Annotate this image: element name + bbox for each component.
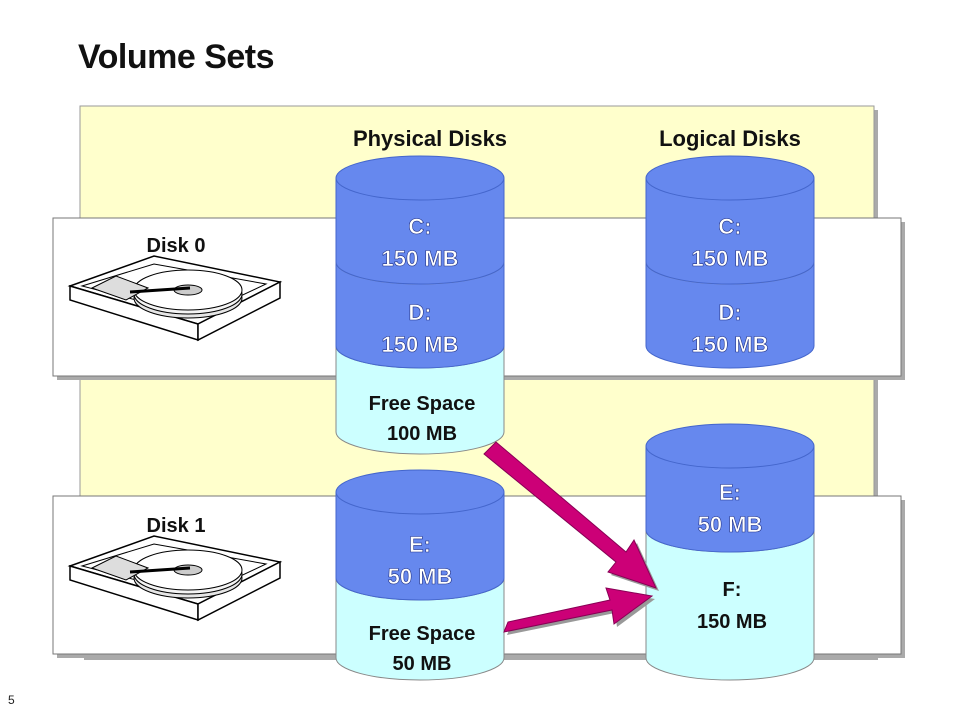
physical-disks-header: Physical Disks bbox=[353, 126, 507, 151]
logical-disks-header: Logical Disks bbox=[659, 126, 801, 151]
physical-e-size: 50 MB bbox=[388, 564, 453, 589]
disk-0-label: Disk 0 bbox=[147, 235, 206, 257]
hard-drive-icon bbox=[67, 535, 283, 622]
physical-free0-label: Free Space bbox=[369, 393, 476, 415]
arrow-icon bbox=[503, 587, 655, 635]
slide-number: 5 bbox=[8, 693, 15, 707]
physical-e-letter: E: bbox=[409, 532, 431, 557]
logical-f-size: 150 MB bbox=[697, 611, 767, 633]
physical-volume-c bbox=[335, 155, 505, 285]
logical-f-letter: F: bbox=[723, 579, 742, 601]
logical-c-size: 150 MB bbox=[691, 246, 768, 271]
logical-volume-e bbox=[645, 423, 815, 553]
logical-d-size: 150 MB bbox=[691, 332, 768, 357]
hard-drive-icon bbox=[67, 255, 283, 342]
logical-e-size: 50 MB bbox=[698, 512, 763, 537]
logical-volume-c bbox=[645, 155, 815, 285]
physical-c-size: 150 MB bbox=[381, 246, 458, 271]
arrow-icon bbox=[483, 441, 659, 591]
physical-free1-size: 50 MB bbox=[393, 653, 452, 675]
physical-free1-label: Free Space bbox=[369, 623, 476, 645]
logical-c-letter: C: bbox=[718, 214, 741, 239]
disk-1-label: Disk 1 bbox=[147, 515, 206, 537]
physical-d-size: 150 MB bbox=[381, 332, 458, 357]
physical-d-letter: D: bbox=[408, 300, 431, 325]
page-title: Volume Sets bbox=[78, 38, 275, 76]
physical-free0-size: 100 MB bbox=[387, 423, 457, 445]
logical-e-letter: E: bbox=[719, 480, 741, 505]
physical-c-letter: C: bbox=[408, 214, 431, 239]
physical-volume-e bbox=[335, 469, 505, 601]
logical-d-letter: D: bbox=[718, 300, 741, 325]
